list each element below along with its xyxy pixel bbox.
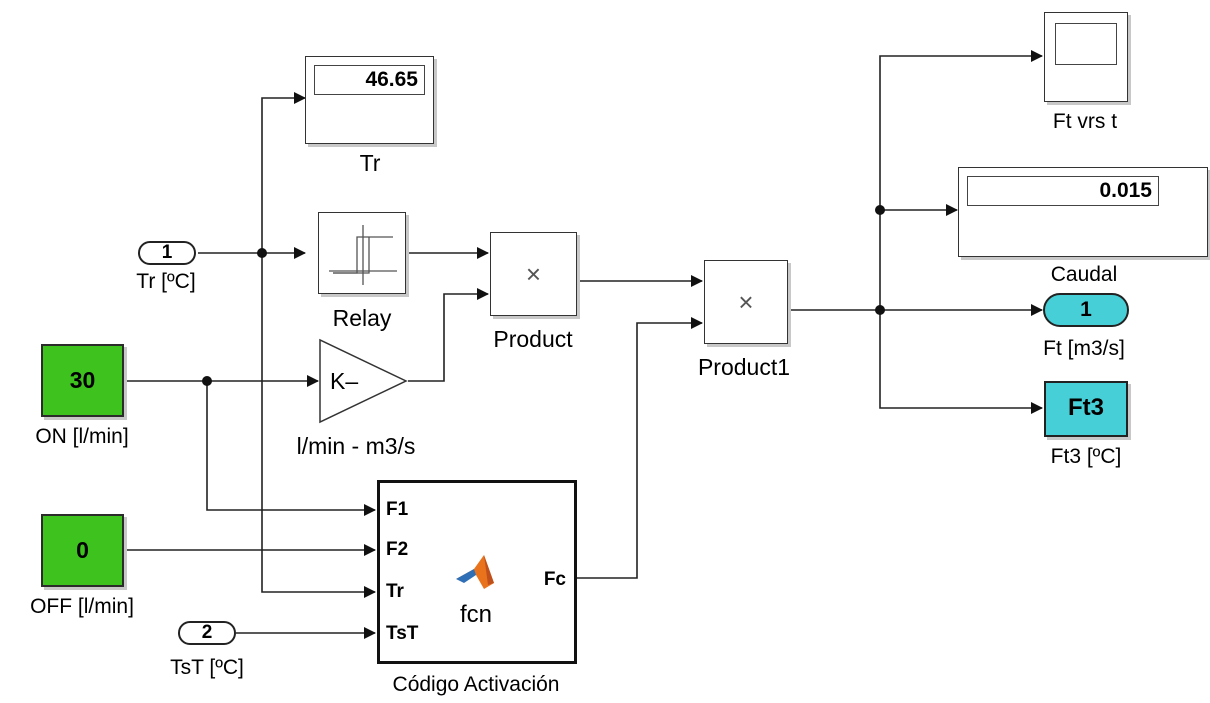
inport-tr[interactable]: 1 — [138, 241, 196, 265]
caudal-label: Caudal — [1050, 263, 1118, 286]
const-on-block[interactable]: 30 — [41, 344, 124, 417]
signal-tr-to-display — [261, 92, 306, 253]
const-off-block[interactable]: 0 — [41, 514, 124, 587]
fcn-input-f1: F1 — [386, 499, 409, 520]
fcn-name: fcn — [459, 601, 493, 628]
matlab-function-block[interactable]: F1 F2 Tr TsT Fc fcn — [377, 480, 577, 664]
signal-tr-to-fcn — [261, 253, 376, 598]
multiply-icon: × — [738, 286, 754, 317]
inport-tr-label: Tr [ºC] — [136, 270, 196, 293]
branch-point — [202, 376, 212, 386]
product1-block[interactable]: × — [704, 260, 788, 344]
relay-label: Relay — [332, 305, 392, 331]
relay-block[interactable] — [318, 212, 406, 294]
tr-display-block[interactable]: 46.65 — [305, 56, 434, 144]
const-on-label: ON [l/min] — [35, 425, 129, 448]
multiply-icon: × — [525, 258, 542, 289]
caudal-display-value: 0.015 — [967, 176, 1159, 206]
signal-on-to-fcn — [206, 381, 376, 516]
fcn-input-tr: Tr — [386, 581, 404, 602]
inport-tst-label: TsT [ºC] — [170, 656, 244, 679]
product1-label: Product1 — [697, 354, 791, 380]
const-off-label: OFF [l/min] — [30, 595, 134, 618]
scope-label: Ft vrs t — [1052, 110, 1118, 133]
inport-tst[interactable]: 2 — [178, 621, 236, 645]
fcn-output-fc: Fc — [543, 569, 566, 590]
signal-to-scope — [879, 50, 1043, 310]
caudal-display-block[interactable]: 0.015 — [958, 167, 1208, 257]
tr-display-value: 46.65 — [314, 65, 425, 95]
outport-ft[interactable]: 1 — [1043, 293, 1129, 327]
product-label: Product — [493, 326, 573, 352]
fcn-input-f2: F2 — [386, 539, 409, 560]
signal-to-goto — [879, 310, 1043, 414]
scope-block[interactable] — [1044, 12, 1128, 102]
gain-label: l/min - m3/s — [296, 433, 416, 459]
product-block[interactable]: × — [490, 232, 577, 316]
branch-point — [257, 248, 267, 258]
signal-gain-to-product — [408, 288, 489, 382]
branch-point — [875, 305, 885, 315]
gain-block-shape — [319, 338, 408, 424]
relay-icon — [329, 225, 397, 285]
signal-fc-to-product1 — [577, 317, 703, 579]
goto-ft3-label: Ft3 [ºC] — [1050, 445, 1122, 468]
gain-value[interactable]: K– — [330, 368, 359, 394]
branch-point — [875, 205, 885, 215]
matlab-logo-icon — [456, 555, 494, 589]
matlab-function-label: Código Activación — [392, 673, 560, 696]
scope-screen — [1055, 23, 1117, 65]
fcn-input-tst: TsT — [386, 623, 419, 644]
tr-display-label: Tr — [359, 150, 381, 176]
goto-ft3-block[interactable]: Ft3 — [1044, 381, 1128, 437]
outport-ft-label: Ft [m3/s] — [1043, 337, 1125, 360]
